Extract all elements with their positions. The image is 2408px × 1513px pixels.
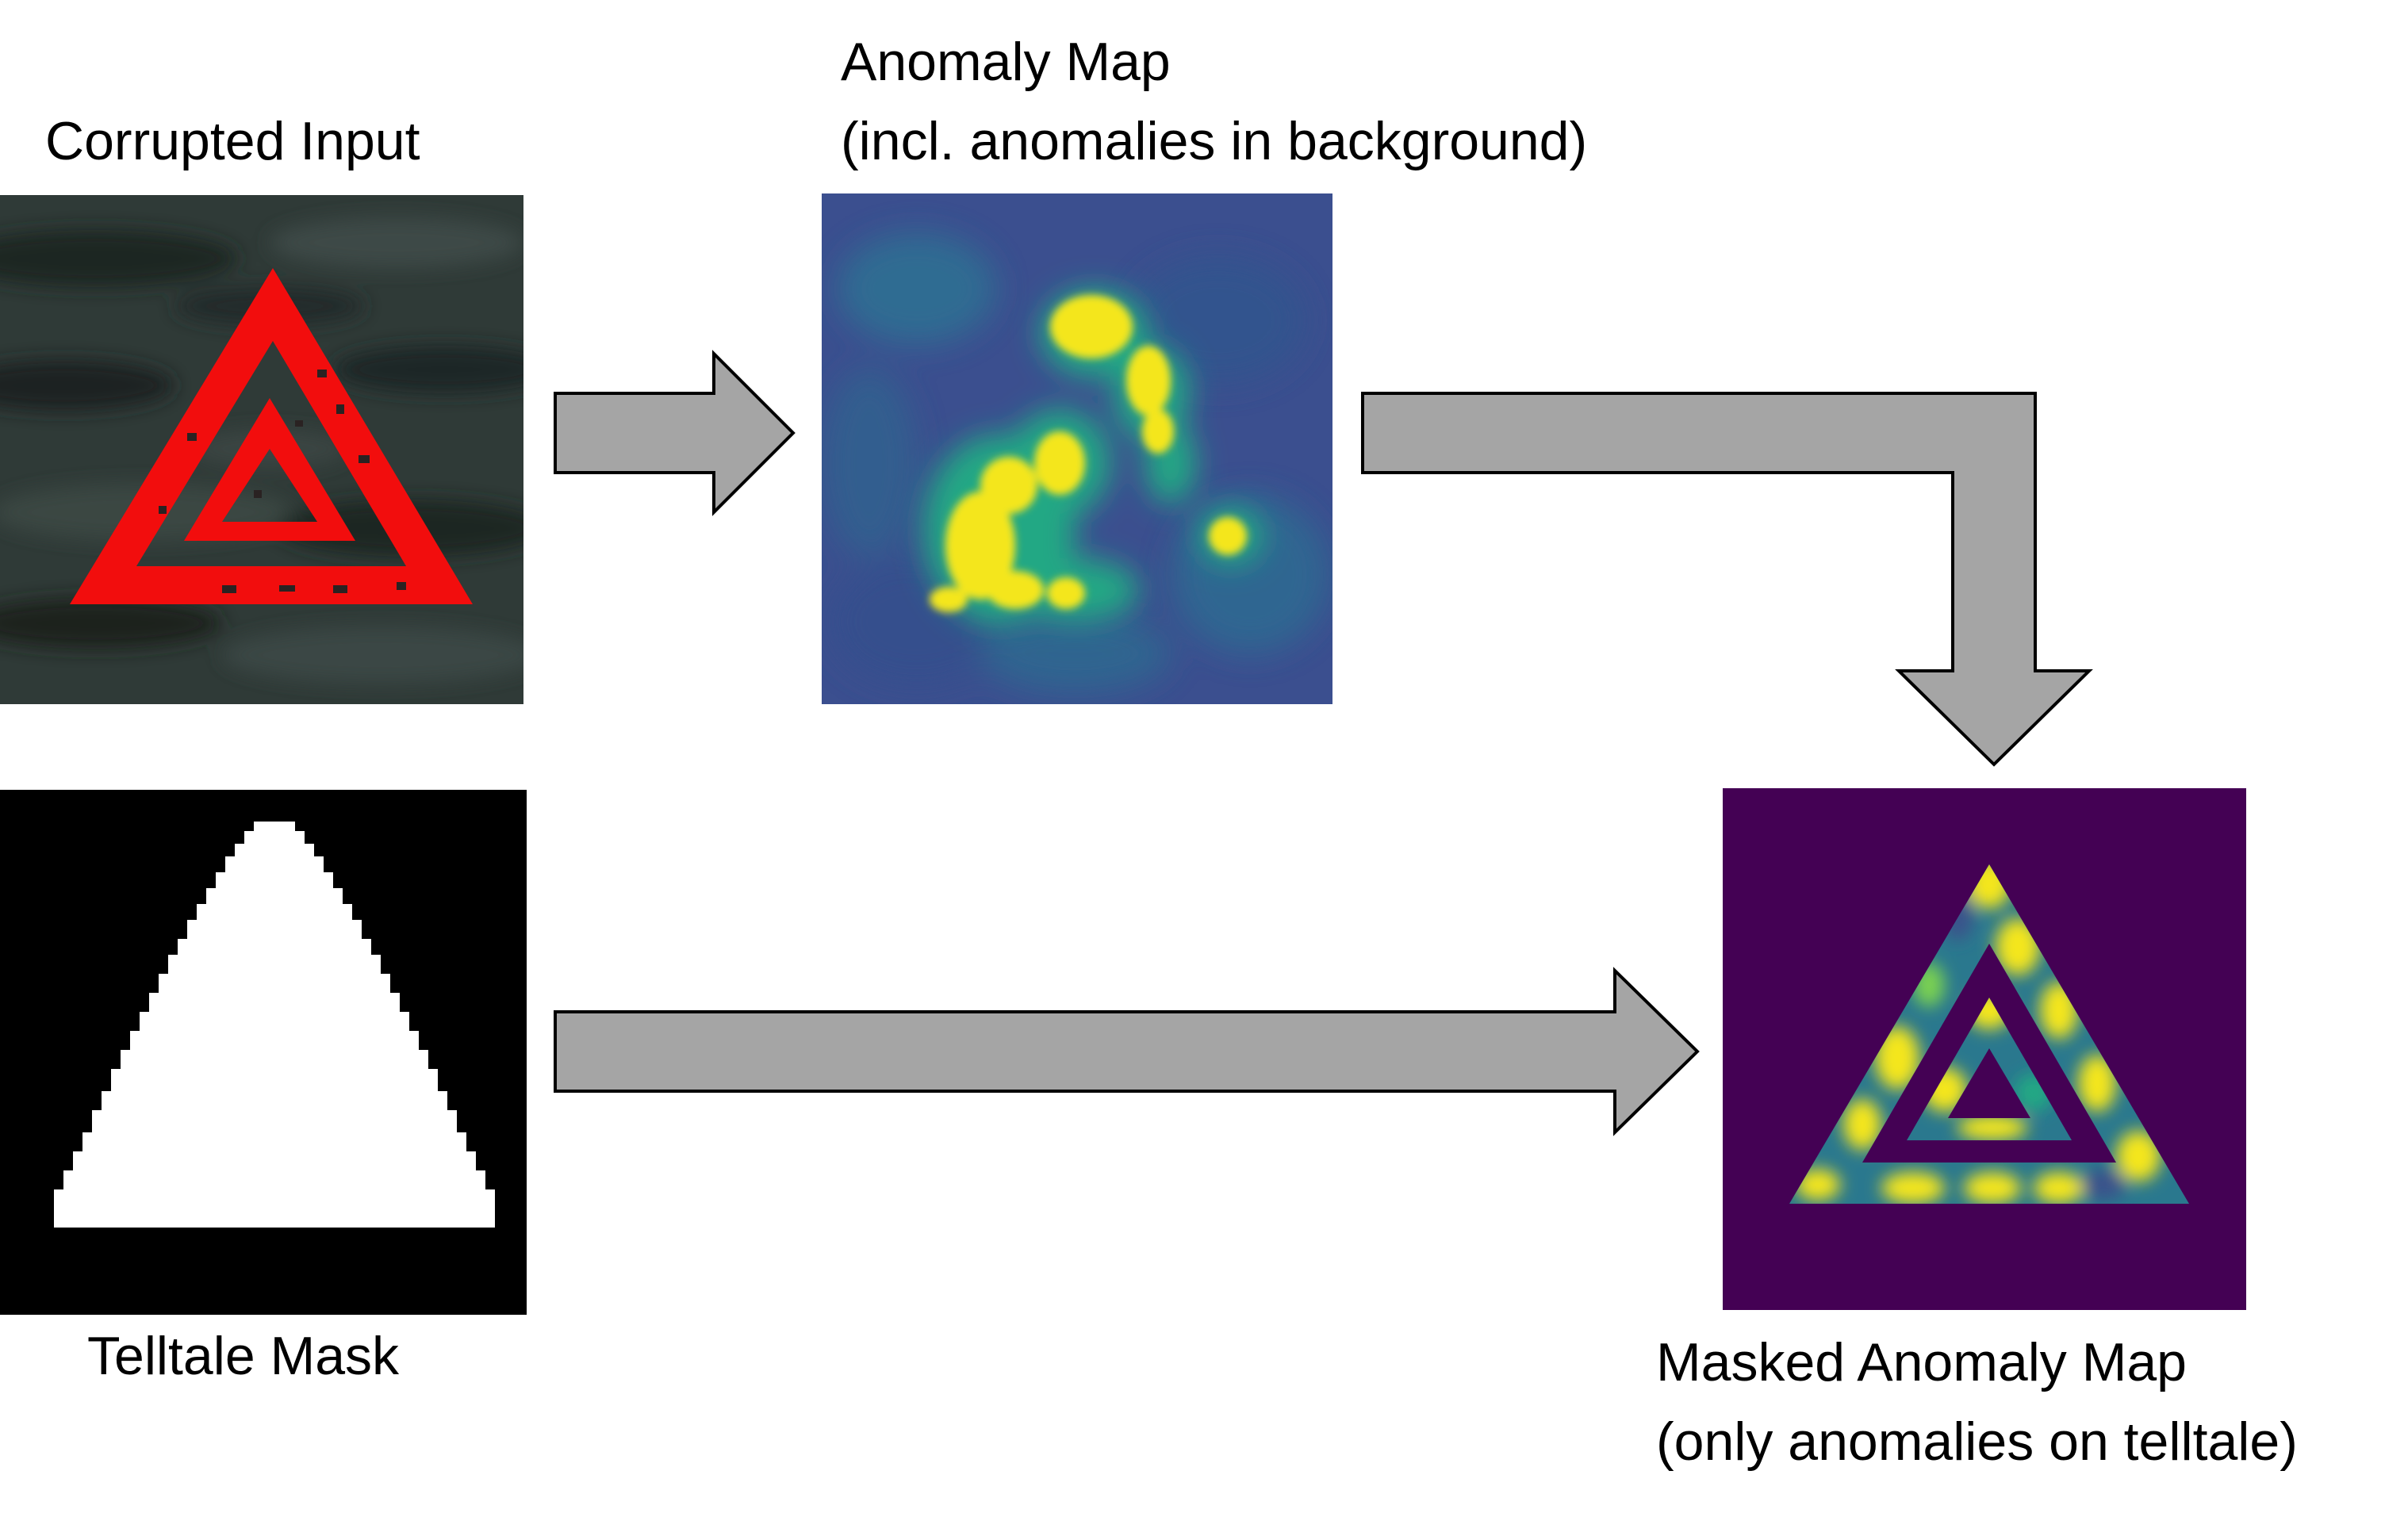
arrow-mask-to-masked-map [554, 967, 1700, 1136]
corrupted-input-label: Corrupted Input [45, 111, 420, 171]
anomaly-map-graphic [822, 193, 1332, 704]
masked-anomaly-map-graphic [1723, 788, 2246, 1310]
anomaly-map-image [822, 193, 1332, 704]
arrow-anomaly-map-to-masked-map [1361, 392, 2093, 767]
telltale-mask-graphic [0, 790, 527, 1315]
masked-anomaly-map-image [1723, 788, 2246, 1310]
masked-anomaly-map-title: Masked Anomaly Map [1656, 1332, 2187, 1392]
masked-anomaly-map-subtitle: (only anomalies on telltale) [1656, 1411, 2298, 1472]
anomaly-map-title: Anomaly Map [841, 32, 1171, 92]
arrow-input-to-anomaly-map [554, 350, 796, 516]
corrupted-input-graphic [0, 195, 523, 704]
anomaly-map-subtitle: (incl. anomalies in background) [841, 111, 1588, 171]
telltale-mask-image [0, 790, 527, 1315]
corrupted-input-image [0, 195, 523, 704]
telltale-mask-label: Telltale Mask [87, 1326, 400, 1386]
